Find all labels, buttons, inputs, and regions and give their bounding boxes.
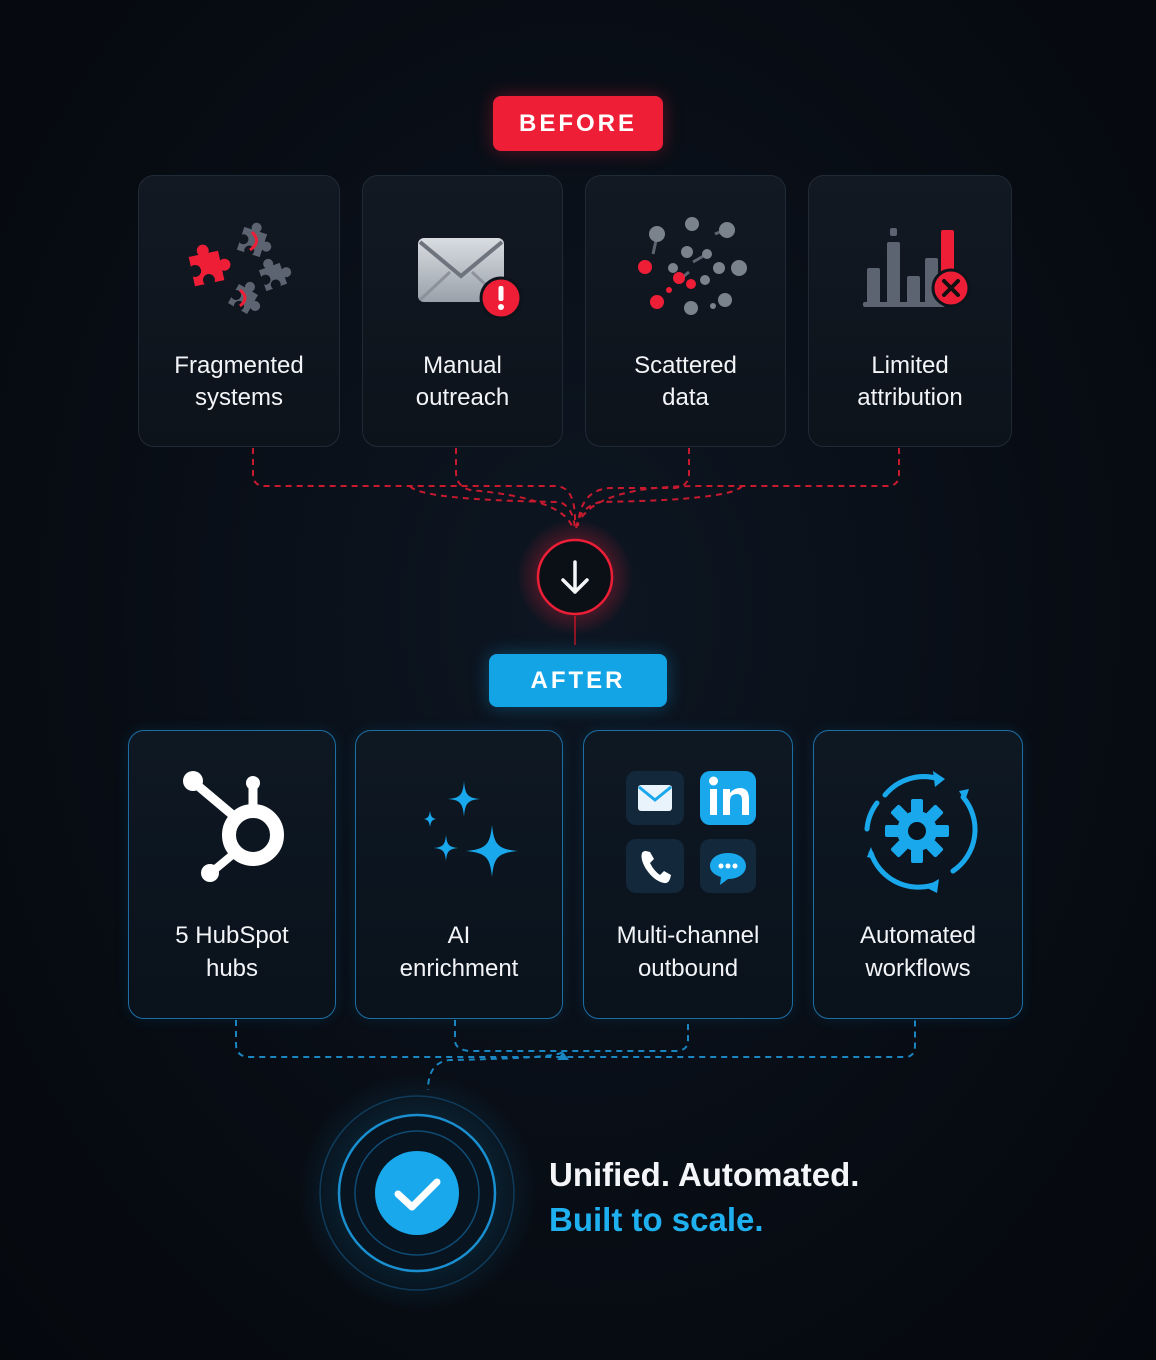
after-badge: AFTER bbox=[489, 654, 667, 707]
arrow-down-icon bbox=[561, 560, 589, 594]
sparkles-icon bbox=[424, 781, 518, 877]
tagline-line-2: Built to scale. bbox=[549, 1201, 764, 1238]
result-tagline: Unified. Automated. Built to scale. bbox=[549, 1152, 859, 1242]
puzzle-pieces-icon bbox=[188, 222, 292, 315]
envelope-alert-icon bbox=[417, 238, 522, 320]
hubspot-logo-icon bbox=[183, 771, 284, 882]
channels-grid-icon bbox=[626, 771, 756, 893]
bar-chart-error-icon bbox=[863, 228, 971, 308]
gear-cycle-icon bbox=[864, 771, 978, 893]
checkmark-icon bbox=[394, 1178, 441, 1211]
checkmark-badge bbox=[375, 1151, 459, 1235]
tagline-line-1: Unified. Automated. bbox=[549, 1156, 860, 1193]
before-badge: BEFORE bbox=[493, 96, 663, 151]
scattered-dots-icon bbox=[637, 217, 747, 315]
